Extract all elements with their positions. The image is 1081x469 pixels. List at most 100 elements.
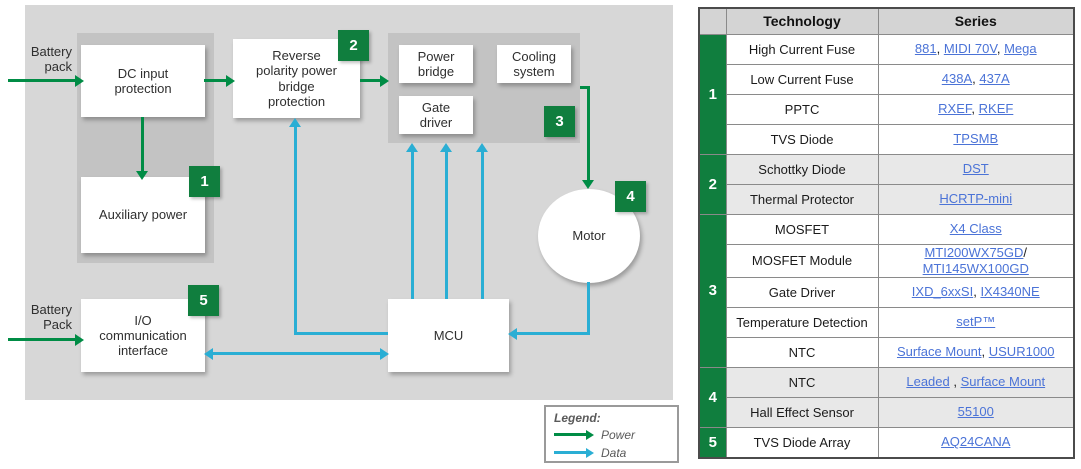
power-battery-to-dc-input-arrowhead <box>75 75 84 87</box>
series-cell: AQ24CANA <box>877 427 1075 458</box>
series-link[interactable]: MTI200WX75GD <box>924 244 1024 260</box>
technology-cell: TVS Diode <box>725 123 879 155</box>
power-dc-to-auxiliary-segment <box>141 117 144 171</box>
data-motor-to-mcu-segment <box>587 282 590 334</box>
series-link[interactable]: setP™ <box>956 314 996 330</box>
data-mcu-to-gate-driver-2-segment <box>445 151 448 299</box>
data-arrow-icon <box>554 451 586 454</box>
data-mcu-to-reverse-polarity-arrowhead <box>289 118 301 127</box>
series-link[interactable]: IXD_6xxSI <box>911 284 974 300</box>
technology-cell: MOSFET <box>725 213 879 245</box>
series-link[interactable]: 55100 <box>957 404 994 420</box>
mcu-box: MCU <box>388 299 509 372</box>
series-link[interactable]: RKEF <box>978 100 1014 116</box>
series-link[interactable]: IX4340NE <box>980 284 1040 300</box>
series-cell: TPSMB <box>877 123 1075 155</box>
technology-cell: MOSFET Module <box>725 243 879 278</box>
data-io-mcu-bidirectional-arrowhead <box>380 348 389 360</box>
data-mcu-to-reverse-polarity-segment <box>294 127 297 335</box>
series-cell: IXD_6xxSI, IX4340NE <box>877 277 1075 308</box>
series-link[interactable]: AQ24CANA <box>941 434 1011 450</box>
power-arrowhead-icon <box>586 429 594 440</box>
power-dc-to-reverse-polarity-arrowhead <box>226 75 235 87</box>
series-cell: HCRTP-mini <box>877 183 1075 215</box>
series-separator: , <box>996 40 1005 56</box>
series-cell: Leaded , Surface Mount <box>877 367 1075 398</box>
group-number-cell: 2 <box>698 153 727 215</box>
series-link[interactable]: Surface Mount <box>896 344 982 360</box>
table-corner-cell <box>698 7 727 35</box>
series-separator: , <box>973 284 981 300</box>
technology-cell: NTC <box>725 337 879 368</box>
col-header-technology: Technology <box>725 7 879 35</box>
power-dc-to-reverse-polarity-segment <box>204 79 226 82</box>
data-io-mcu-bidirectional-segment <box>213 352 380 355</box>
group-number-cell: 3 <box>698 213 727 368</box>
series-link[interactable]: MIDI 70V <box>943 40 997 56</box>
technology-cell: Schottky Diode <box>725 153 879 185</box>
series-cell: DST <box>877 153 1075 185</box>
power-reverse-to-power-bridge-arrowhead <box>380 75 389 87</box>
series-cell: X4 Class <box>877 213 1075 245</box>
series-link[interactable]: Leaded <box>906 374 950 390</box>
legend-title: Legend: <box>554 411 601 425</box>
data-mcu-to-gate-driver-3-arrowhead <box>476 143 488 152</box>
legend-power-label: Power <box>601 427 636 442</box>
series-link[interactable]: USUR1000 <box>988 344 1055 360</box>
legend-box: Legend: Power Data <box>544 405 679 463</box>
power-cooling-to-motor-segment <box>580 86 590 89</box>
battery-pack-bottom-label: Battery Pack <box>30 302 72 333</box>
series-link[interactable]: Mega <box>1004 40 1037 56</box>
series-link[interactable]: X4 Class <box>949 220 1002 236</box>
series-cell: Surface Mount, USUR1000 <box>877 337 1075 368</box>
series-separator: , <box>981 344 989 360</box>
series-separator: , <box>972 70 980 86</box>
data-motor-to-mcu-arrowhead <box>508 328 517 340</box>
technology-cell: NTC <box>725 367 879 398</box>
series-link[interactable]: DST <box>962 160 989 176</box>
power-battery-to-io-arrowhead <box>75 334 84 346</box>
data-mcu-to-gate-driver-3-segment <box>481 151 484 299</box>
series-link[interactable]: 437A <box>979 70 1010 86</box>
data-motor-to-mcu-segment <box>517 332 590 335</box>
series-separator: , <box>949 374 961 390</box>
series-cell: RXEF, RKEF <box>877 93 1075 125</box>
data-mcu-to-gate-driver-2-arrowhead <box>440 143 452 152</box>
series-link[interactable]: 438A <box>941 70 973 86</box>
col-header-series: Series <box>877 7 1075 35</box>
data-arrowhead-icon <box>586 447 594 458</box>
series-link[interactable]: MTI145WX100GD <box>922 260 1029 276</box>
badge-5: 5 <box>188 285 219 316</box>
series-link[interactable]: HCRTP-mini <box>939 190 1013 206</box>
series-link[interactable]: TPSMB <box>953 130 999 146</box>
power-arrow-icon <box>554 433 586 436</box>
power-battery-to-dc-input-segment <box>8 79 75 82</box>
legend-row-data: Data <box>554 444 677 461</box>
series-separator: / <box>1023 244 1028 260</box>
power-battery-to-io-segment <box>8 338 75 341</box>
application-block-diagram: Battery pack Battery Pack DC input prote… <box>8 5 679 463</box>
battery-pack-top-label: Battery pack <box>30 44 72 75</box>
power-dc-to-auxiliary-arrowhead <box>136 171 148 180</box>
cooling-system-box: Cooling system <box>497 45 571 83</box>
series-link[interactable]: RXEF <box>938 100 972 116</box>
technology-cell: Thermal Protector <box>725 183 879 215</box>
group-number-cell: 5 <box>698 427 727 458</box>
motor-circle: Motor <box>538 189 640 283</box>
series-link[interactable]: 881 <box>914 40 937 56</box>
power-cooling-to-motor-arrowhead <box>582 180 594 189</box>
series-link[interactable]: Surface Mount <box>960 374 1046 390</box>
data-io-mcu-bidirectional-arrowhead <box>204 348 213 360</box>
technology-cell: High Current Fuse <box>725 33 879 65</box>
gate-driver-box: Gate driver <box>399 96 473 134</box>
series-cell: 438A, 437A <box>877 63 1075 95</box>
group-number-cell: 4 <box>698 367 727 428</box>
